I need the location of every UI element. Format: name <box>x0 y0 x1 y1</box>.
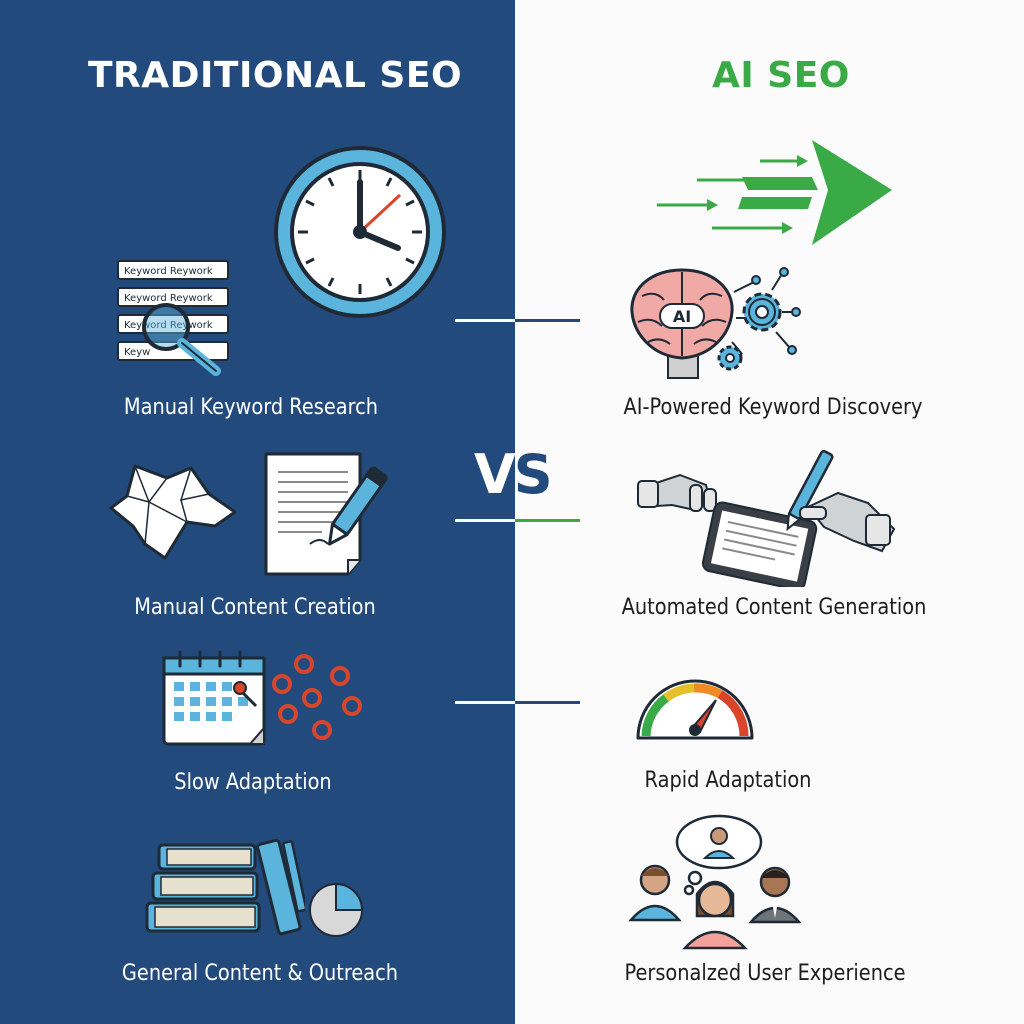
divider-line <box>515 701 580 704</box>
item-label-rapid-adaptation: Rapid Adaptation <box>644 768 812 793</box>
keyword-list-magnifier-icon: Keyword Reywork Keyword Reywork Keyword … <box>117 260 229 376</box>
calendar-icon <box>162 650 266 746</box>
divider-line <box>455 519 515 522</box>
item-label-personalized-user-experience: Personalzed User Experience <box>624 961 906 986</box>
item-label-automated-content-generation: Automated Content Generation <box>621 595 927 620</box>
keyword-row-text: Keyword Reywork <box>124 320 213 331</box>
vs-label: VS <box>474 443 553 506</box>
ai-brain-label: AI <box>673 307 691 326</box>
rings-icon <box>272 654 362 740</box>
divider-line <box>515 319 580 322</box>
keyword-row-text: Keyw <box>124 347 150 358</box>
speed-arrows-icon <box>657 140 892 245</box>
divider-line <box>455 701 515 704</box>
item-label-ai-powered-keyword-discovery: AI-Powered Keyword Discovery <box>623 395 923 420</box>
ai-seo-heading: AI SEO <box>712 55 850 96</box>
item-label-manual-content-creation: Manual Content Creation <box>134 595 376 620</box>
vs-letter-v: V <box>474 443 516 506</box>
speedometer-icon <box>636 679 754 740</box>
robot-tablet-icon <box>636 449 896 587</box>
item-label-general-content-outreach: General Content & Outreach <box>121 961 399 986</box>
vs-letter-s: S <box>513 443 553 506</box>
document-pen-icon <box>264 452 388 576</box>
users-icon <box>628 814 802 950</box>
traditional-seo-heading: TRADITIONAL SEO <box>88 55 463 96</box>
divider-line <box>515 519 580 522</box>
ai-brain-gear-icon: AI <box>630 267 801 379</box>
pie-chart-icon <box>309 882 364 937</box>
crumpled-paper-icon <box>109 464 237 560</box>
divider-line <box>455 319 515 322</box>
item-label-slow-adaptation: Slow Adaptation <box>174 770 332 795</box>
clock-icon <box>274 146 446 318</box>
keyword-row-text: Keyword Reywork <box>124 293 213 304</box>
keyword-row-text: Keyword Reywork <box>124 266 213 277</box>
item-label-manual-keyword-research: Manual Keyword Research <box>123 395 379 420</box>
traditional-seo-panel <box>0 0 515 1024</box>
books-icon <box>145 838 305 936</box>
